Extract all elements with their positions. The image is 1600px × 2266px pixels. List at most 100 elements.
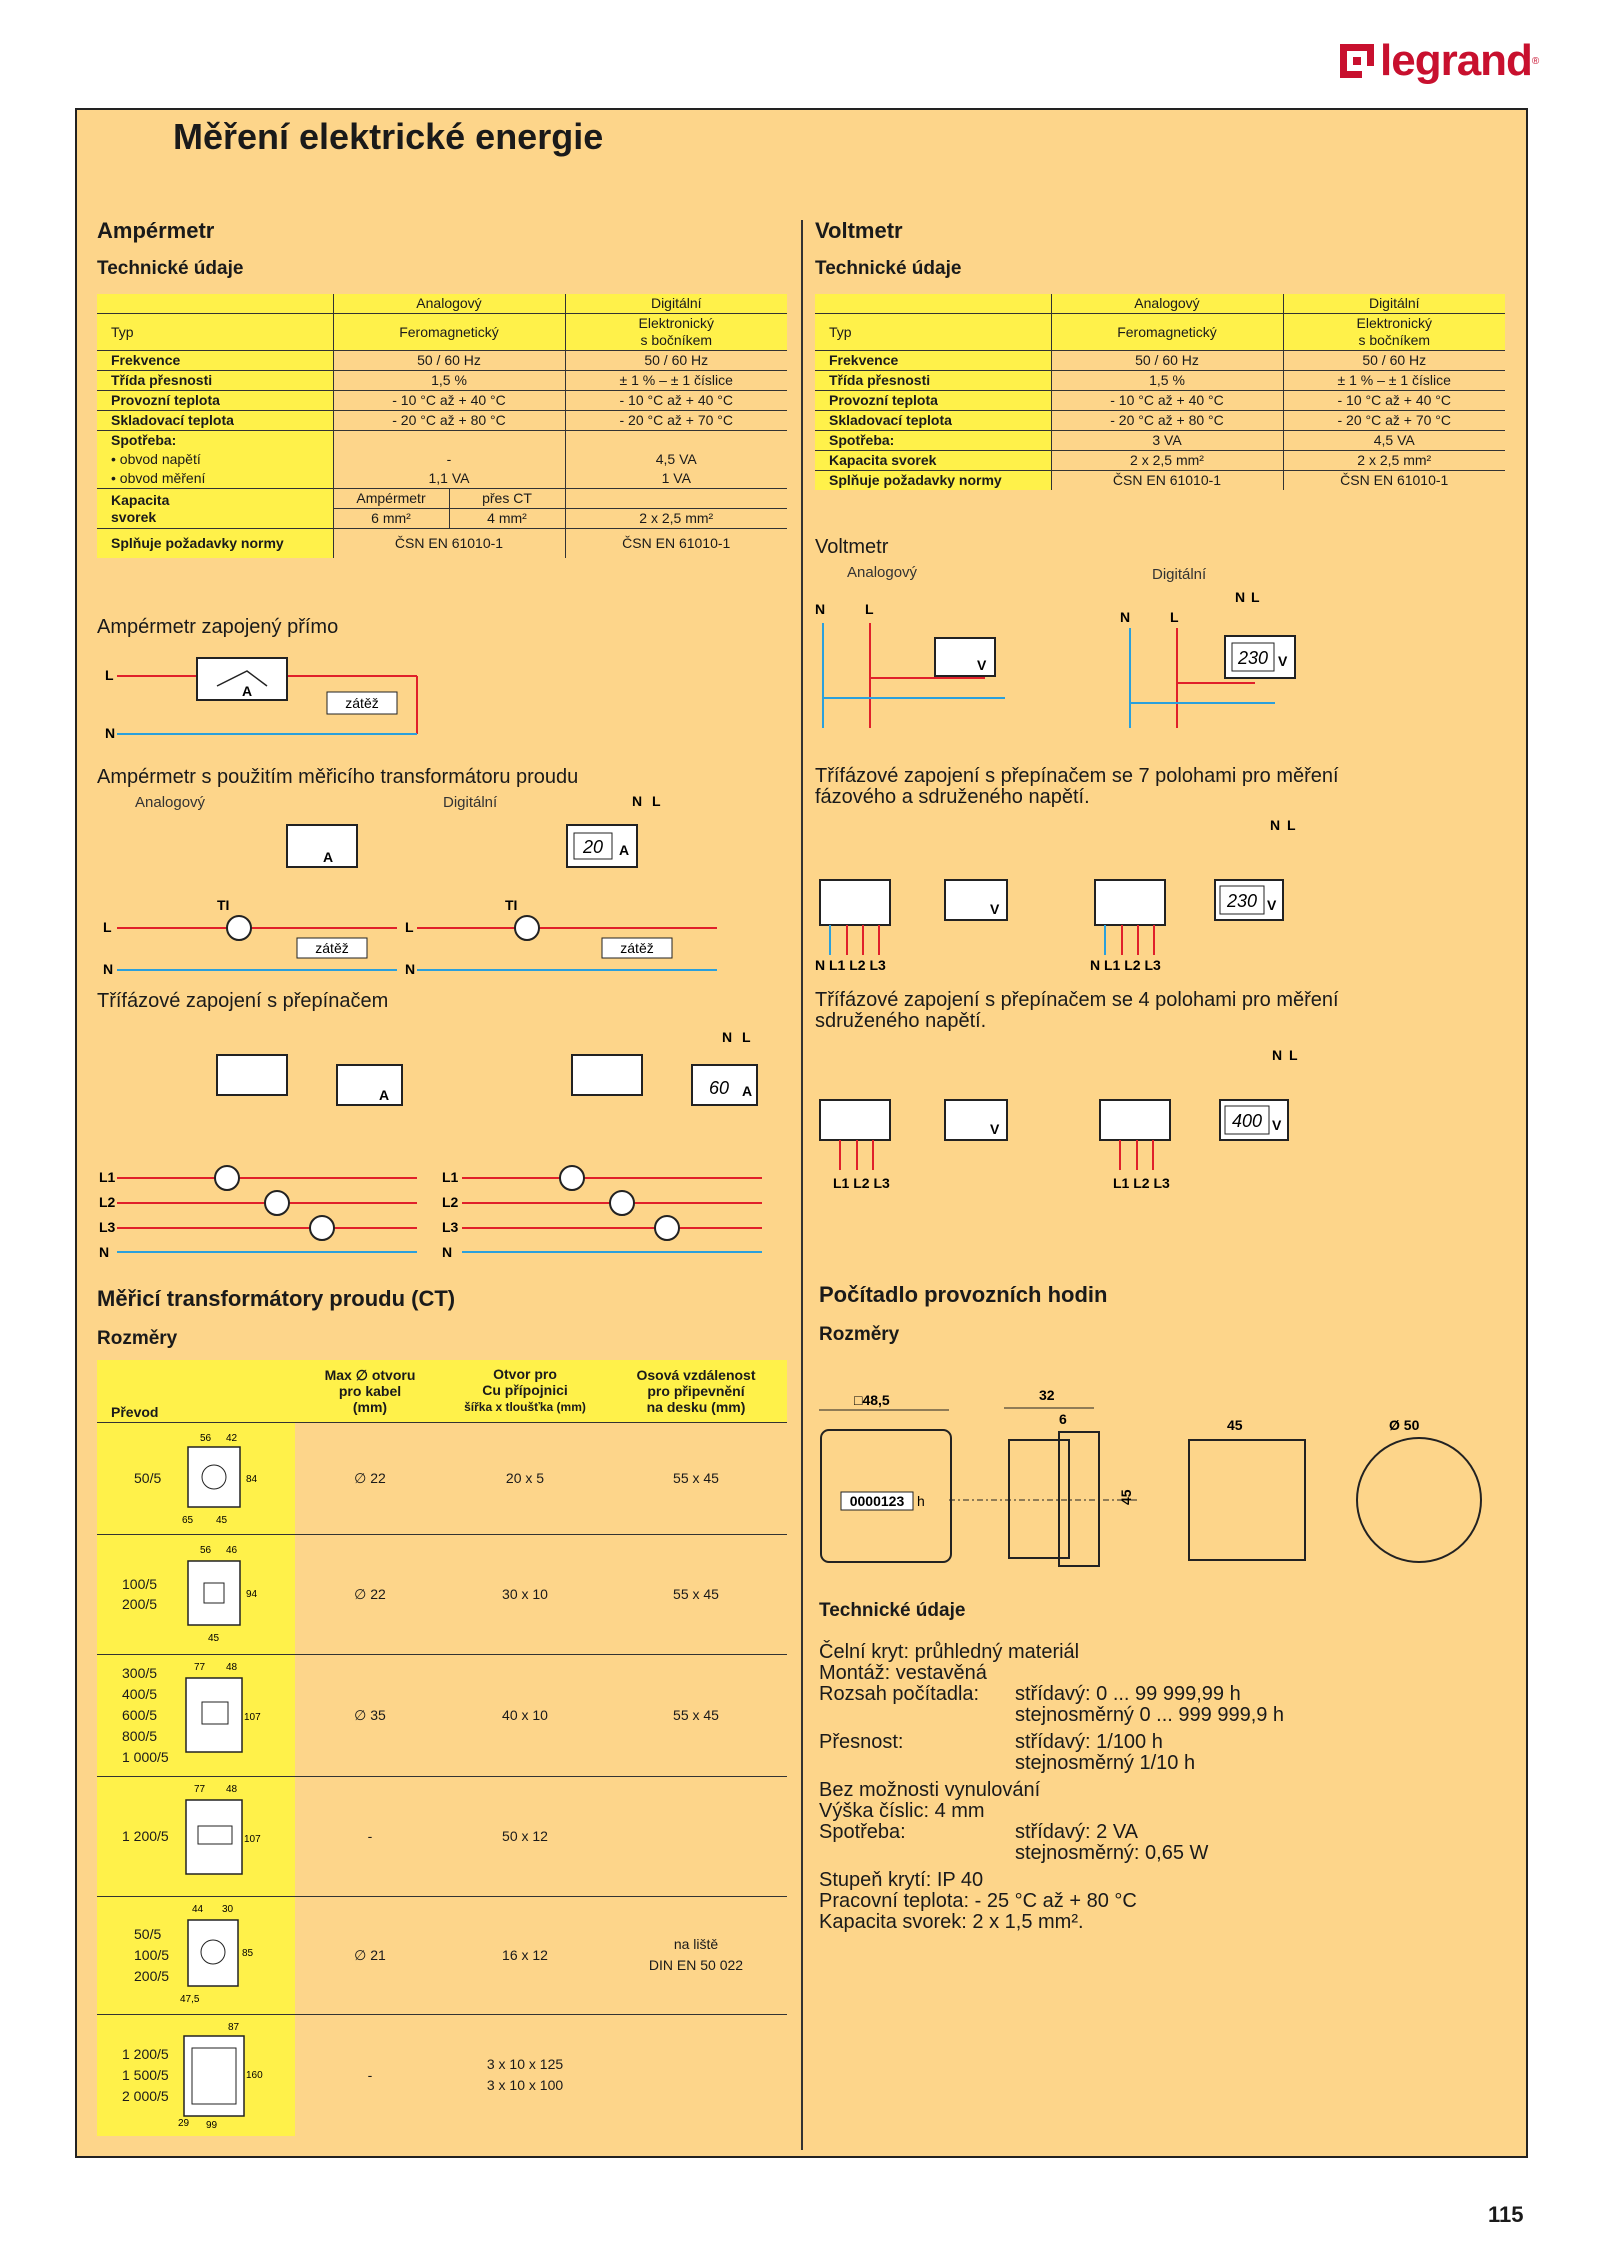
ct-heading: Měřicí transformátory proudu (CT) (97, 1286, 456, 1311)
svg-text:zátěž: zátěž (620, 940, 653, 956)
svg-text:L1 L2 L3: L1 L2 L3 (1113, 1175, 1170, 1191)
svg-text:94: 94 (246, 1589, 258, 1600)
svg-text:230: 230 (1237, 648, 1268, 668)
ammeter-three-phase-diagram: A 60 A N L L1 L2 L3 N L1 L2 L3 N (99, 1029, 762, 1260)
hours-heading: Počítadlo provozních hodin (819, 1282, 1108, 1307)
svg-text:zátěž: zátěž (345, 695, 378, 711)
voltmeter-diagram-caption: Voltmetr (815, 536, 889, 558)
svg-text:TI: TI (505, 897, 517, 913)
svg-text:84: 84 (246, 1474, 258, 1485)
svg-text:48: 48 (226, 1784, 238, 1795)
legrand-wordmark: legrand (1380, 36, 1533, 85)
svg-text:107: 107 (244, 1834, 261, 1845)
hours-dims-heading: Rozměry (819, 1324, 900, 1345)
svg-text:V: V (990, 1121, 1000, 1137)
svg-text:32: 32 (1039, 1387, 1055, 1403)
svg-text:N: N (632, 793, 642, 809)
svg-text:20: 20 (582, 837, 603, 857)
svg-text:N: N (1272, 1047, 1282, 1063)
svg-text:N L1 L2 L3: N L1 L2 L3 (1090, 957, 1161, 973)
svg-text:A: A (619, 842, 629, 858)
column-divider (801, 220, 803, 2150)
legrand-mark-icon (1340, 44, 1374, 78)
svg-text:L3: L3 (442, 1219, 459, 1235)
svg-text:L2: L2 (442, 1194, 459, 1210)
svg-text:L: L (1251, 589, 1260, 605)
svg-text:V: V (1267, 897, 1277, 913)
svg-text:47,5: 47,5 (180, 1994, 200, 2005)
svg-text:6: 6 (1059, 1411, 1067, 1427)
svg-text:L: L (652, 793, 661, 809)
ammeter-heading: Ampérmetr (97, 218, 215, 243)
svg-text:45: 45 (1118, 1489, 1134, 1505)
svg-text:A: A (323, 849, 333, 865)
ammeter-direct-diagram: A zátěž L N (105, 657, 418, 741)
voltmeter-four-position-diagram: N L V L1 L2 L3 400 V L1 L2 L3 (819, 1047, 1298, 1191)
hours-tech-list: Čelní kryt: průhledný materiál Montáž: v… (819, 1641, 1285, 1933)
svg-text:A: A (742, 1083, 752, 1099)
svg-text:Ø 50: Ø 50 (1389, 1417, 1420, 1433)
svg-text:L: L (1170, 609, 1179, 625)
ammeter-ct-caption: Ampérmetr s použitím měřicího transformá… (97, 766, 579, 788)
ammeter-spec-table: Analogový Digitální Typ Feromagnetický E… (97, 294, 787, 558)
svg-text:56: 56 (200, 1433, 212, 1444)
svg-text:N: N (103, 961, 113, 977)
svg-text:45: 45 (216, 1515, 228, 1526)
svg-text:L2: L2 (99, 1194, 116, 1210)
svg-text:99: 99 (206, 2120, 218, 2131)
svg-text:N L1 L2 L3: N L1 L2 L3 (815, 957, 886, 973)
page-number: 115 (1488, 2202, 1524, 2227)
svg-text:N: N (1120, 609, 1130, 625)
svg-text:A: A (379, 1087, 389, 1103)
svg-text:L3: L3 (99, 1219, 116, 1235)
svg-text:85: 85 (242, 1948, 254, 1959)
svg-text:N: N (442, 1244, 452, 1260)
svg-text:N: N (1235, 589, 1245, 605)
svg-text:V: V (990, 901, 1000, 917)
svg-text:60: 60 (709, 1078, 729, 1098)
svg-text:□48,5: □48,5 (854, 1392, 890, 1408)
voltmeter-seven-position-diagram: N L V N L1 L2 L3 230 V N L1 L2 L3 (815, 817, 1296, 973)
svg-text:A: A (242, 683, 252, 699)
svg-text:45: 45 (208, 1633, 220, 1644)
svg-text:48: 48 (226, 1662, 238, 1673)
voltmeter-tech-heading: Technické údaje (815, 258, 962, 279)
page-title: Měření elektrické energie (173, 116, 604, 157)
svg-text:46: 46 (226, 1545, 238, 1556)
svg-text:L: L (1289, 1047, 1298, 1063)
ammeter-three-caption: Třífázové zapojení s přepínačem (97, 990, 389, 1012)
svg-text:V: V (1278, 653, 1288, 669)
svg-text:N: N (405, 961, 415, 977)
svg-text:65: 65 (182, 1515, 194, 1526)
content-panel: Měření elektrické energie Ampérmetr Tech… (75, 108, 1528, 2158)
hours-counter-drawing: □48,5 0000123 h 32 6 45 45 Ø 50 (819, 1387, 1482, 1567)
svg-text:L: L (105, 667, 114, 683)
svg-text:TI: TI (217, 897, 229, 913)
ct-dims-heading: Rozměry (97, 1328, 178, 1349)
svg-text:N: N (722, 1029, 732, 1045)
ammeter-direct-caption: Ampérmetr zapojený přímo (97, 616, 339, 638)
svg-text:42: 42 (226, 1433, 238, 1444)
svg-text:45: 45 (1227, 1417, 1243, 1433)
svg-text:30: 30 (222, 1904, 234, 1915)
svg-text:107: 107 (244, 1712, 261, 1723)
svg-text:L: L (1287, 817, 1296, 833)
svg-text:N: N (105, 725, 115, 741)
svg-text:V: V (977, 657, 987, 673)
svg-text:L1 L2 L3: L1 L2 L3 (833, 1175, 890, 1191)
voltmeter-diagram: N L V N L N L 230 V (815, 589, 1296, 728)
svg-text:160: 160 (246, 2070, 263, 2081)
svg-text:L: L (405, 919, 414, 935)
svg-text:29: 29 (178, 2118, 190, 2129)
svg-text:L: L (865, 601, 874, 617)
svg-text:L1: L1 (442, 1169, 459, 1185)
svg-text:N: N (815, 601, 825, 617)
ammeter-tech-heading: Technické údaje (97, 258, 244, 279)
